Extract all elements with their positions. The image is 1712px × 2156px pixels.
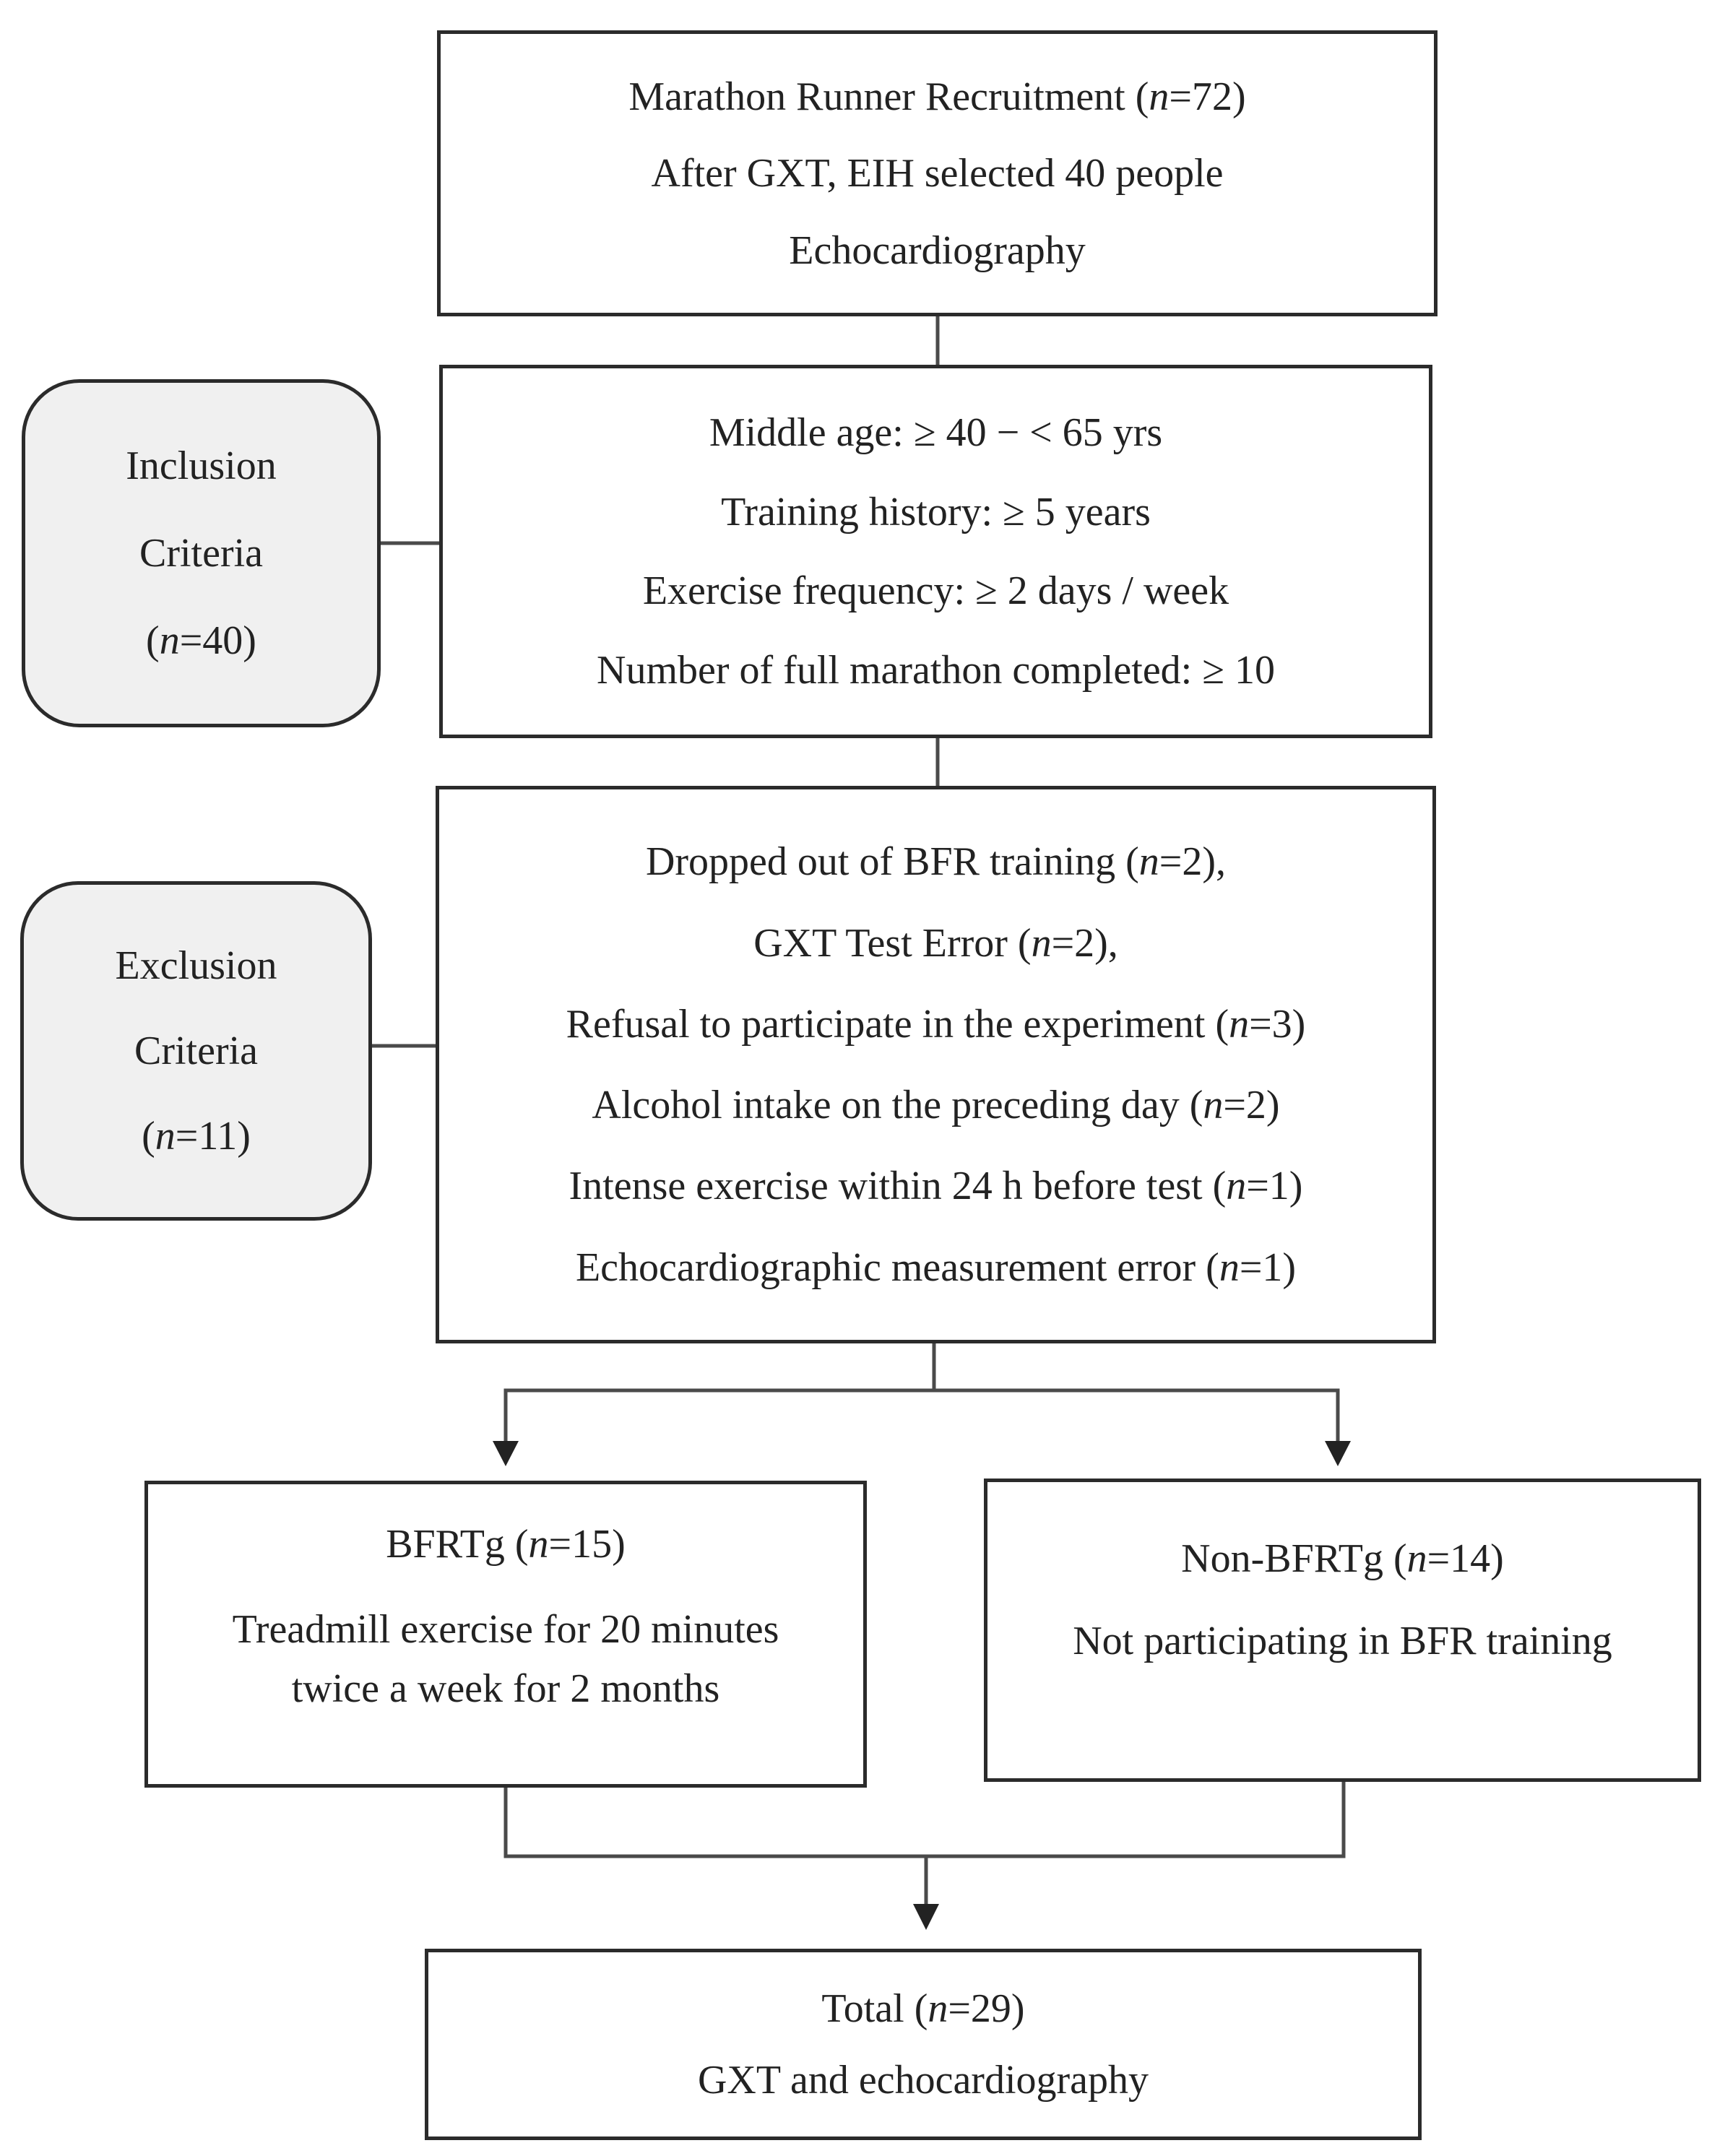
inclusion-label-line-1: Inclusion	[126, 443, 277, 488]
recruitment-box: Marathon Runner Recruitment (n=72) After…	[437, 30, 1438, 316]
connector-split-right	[934, 1388, 1340, 1445]
arrow-to-total	[913, 1904, 939, 1930]
arrow-to-bfrtg	[493, 1441, 519, 1466]
recruitment-line-3: Echocardiography	[789, 228, 1086, 273]
non-bfrtg-group-box: Non-BFRTg (n=14) Not participating in BF…	[984, 1479, 1701, 1782]
exclusion-item: Dropped out of BFR training (n=2),	[645, 839, 1227, 885]
recruitment-line-2: After GXT, EIH selected 40 people	[651, 151, 1224, 196]
recruitment-line-1: Marathon Runner Recruitment (n=72)	[628, 74, 1246, 119]
total-line-2: GXT and echocardiography	[697, 2058, 1149, 2103]
non-bfrtg-line-2: Not participating in BFR training	[1073, 1619, 1612, 1663]
bfrtg-title: BFRTg (n=15)	[386, 1522, 626, 1567]
inclusion-line-history: Training history: ≥ 5 years	[721, 489, 1151, 534]
exclusion-label-line-1: Exclusion	[115, 943, 277, 988]
inclusion-label-line-2: Criteria	[139, 531, 264, 576]
inclusion-line-age: Middle age: ≥ 40 − < 65 yrs	[709, 410, 1163, 456]
inclusion-line-frequency: Exercise frequency: ≥ 2 days / week	[642, 568, 1229, 614]
inclusion-criteria-box: Middle age: ≥ 40 − < 65 yrs Training his…	[439, 365, 1432, 738]
exclusion-item: Alcohol intake on the preceding day (n=2…	[592, 1083, 1280, 1128]
bfrtg-line-2: Treadmill exercise for 20 minutes	[232, 1607, 779, 1652]
inclusion-line-marathons: Number of full marathon completed: ≥ 10	[597, 647, 1275, 693]
total-box: Total (n=29) GXT and echocardiography	[425, 1949, 1422, 2140]
exclusion-criteria-box: Dropped out of BFR training (n=2), GXT T…	[436, 786, 1436, 1343]
connector-merge	[503, 1780, 1346, 1858]
inclusion-criteria-label: Inclusion Criteria (n=40)	[22, 379, 381, 727]
exclusion-item: Echocardiographic measurement error (n=1…	[575, 1244, 1297, 1290]
bfrtg-group-box: BFRTg (n=15) Treadmill exercise for 20 m…	[144, 1481, 867, 1788]
exclusion-item: Intense exercise within 24 h before test…	[568, 1164, 1303, 1209]
connector-split	[503, 1343, 936, 1445]
exclusion-label-line-2: Criteria	[134, 1029, 259, 1073]
bfrtg-line-3: twice a week for 2 months	[291, 1666, 720, 1711]
exclusion-label-count: (n=11)	[142, 1114, 251, 1159]
exclusion-item: GXT Test Error (n=2),	[753, 920, 1118, 966]
inclusion-label-count: (n=40)	[146, 618, 256, 663]
exclusion-item: Refusal to participate in the experiment…	[566, 1001, 1306, 1047]
non-bfrtg-title: Non-BFRTg (n=14)	[1181, 1536, 1504, 1581]
total-title: Total (n=29)	[821, 1986, 1025, 2031]
exclusion-criteria-label: Exclusion Criteria (n=11)	[20, 881, 372, 1221]
arrow-to-non-bfrtg	[1325, 1441, 1351, 1466]
